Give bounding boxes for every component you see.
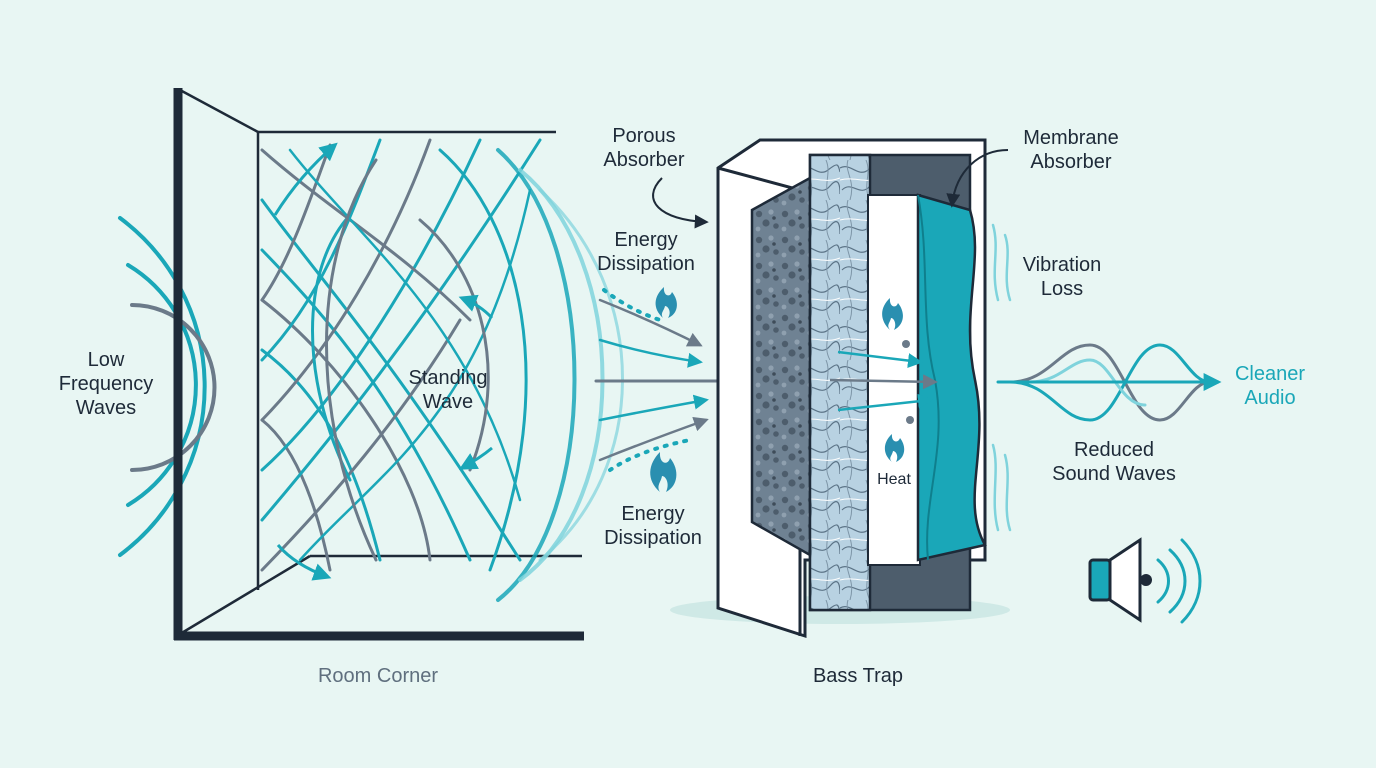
bass-trap-label: Bass Trap: [812, 665, 904, 687]
flame-icon: [882, 298, 903, 330]
porous-absorber-label: Porous Absorber: [603, 125, 685, 171]
vibration-loss-label: Vibration Loss: [1022, 254, 1102, 300]
speaker-icon: [1088, 537, 1202, 624]
heat-label: Heat: [877, 471, 911, 488]
standing-wave-label: Standing Wave: [408, 367, 488, 413]
vibration-lines: [991, 223, 1012, 532]
flame-icon: [655, 287, 677, 318]
porous-absorber-callout: [652, 177, 709, 229]
flame-icon: [650, 452, 677, 492]
energy-dissipation-bottom-label: Energy Dissipation: [604, 503, 702, 549]
reflection-arrows: [273, 142, 494, 581]
energy-dissipation-top-label: Energy Dissipation: [597, 229, 695, 275]
reduced-sound-waves: [996, 343, 1222, 422]
reduced-sound-waves-label: Reduced Sound Waves: [1052, 439, 1176, 485]
bass-trap: [670, 138, 1010, 639]
standing-wave-mesh: [260, 138, 542, 572]
flame-icon: [884, 434, 905, 462]
membrane-absorber-callout: [946, 149, 1009, 208]
energy-flow-arrows: [594, 288, 744, 472]
membrane-absorber-label: Membrane Absorber: [1023, 127, 1119, 173]
cleaner-audio-label: Cleaner Audio: [1234, 363, 1306, 409]
low-frequency-waves-label: Low Frequency Waves: [58, 349, 154, 419]
incoming-wave-arcs: [118, 216, 217, 557]
room-corner-label: Room Corner: [317, 665, 439, 687]
outgoing-wavefronts: [496, 148, 624, 602]
